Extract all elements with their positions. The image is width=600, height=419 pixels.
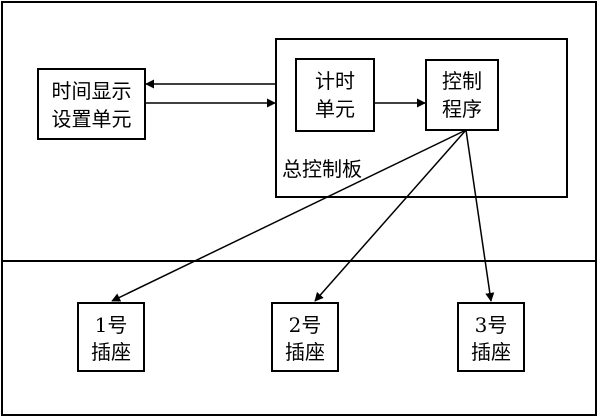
arrow-control-to-socket-3	[465, 129, 495, 302]
arrow-control-to-socket-1	[111, 129, 467, 302]
socket-2: 2号 插座	[271, 302, 339, 372]
control-program-line1: 控制	[442, 69, 482, 93]
socket-1: 1号 插座	[77, 302, 145, 372]
timer-unit-line2: 单元	[315, 97, 355, 121]
socket-1-line2: 插座	[91, 340, 131, 364]
time-unit-line2: 设置单元	[52, 107, 132, 131]
socket-3-line2: 插座	[471, 340, 511, 364]
timer-unit: 计时 单元	[295, 58, 375, 132]
time-display-setting-unit: 时间显示 设置单元	[37, 68, 146, 140]
socket-1-line1: 1号	[95, 313, 128, 337]
time-unit-line1: 时间显示	[52, 79, 132, 103]
socket-3-line1: 3号	[475, 313, 508, 337]
control-program-line2: 程序	[442, 97, 482, 121]
main-board-label: 总控制板	[282, 157, 362, 181]
socket-2-line2: 插座	[285, 340, 325, 364]
arrow-control-to-socket-2	[314, 129, 467, 302]
socket-3: 3号 插座	[457, 302, 525, 372]
timer-unit-line1: 计时	[315, 69, 355, 93]
socket-2-line1: 2号	[289, 313, 322, 337]
control-program: 控制 程序	[425, 59, 499, 131]
